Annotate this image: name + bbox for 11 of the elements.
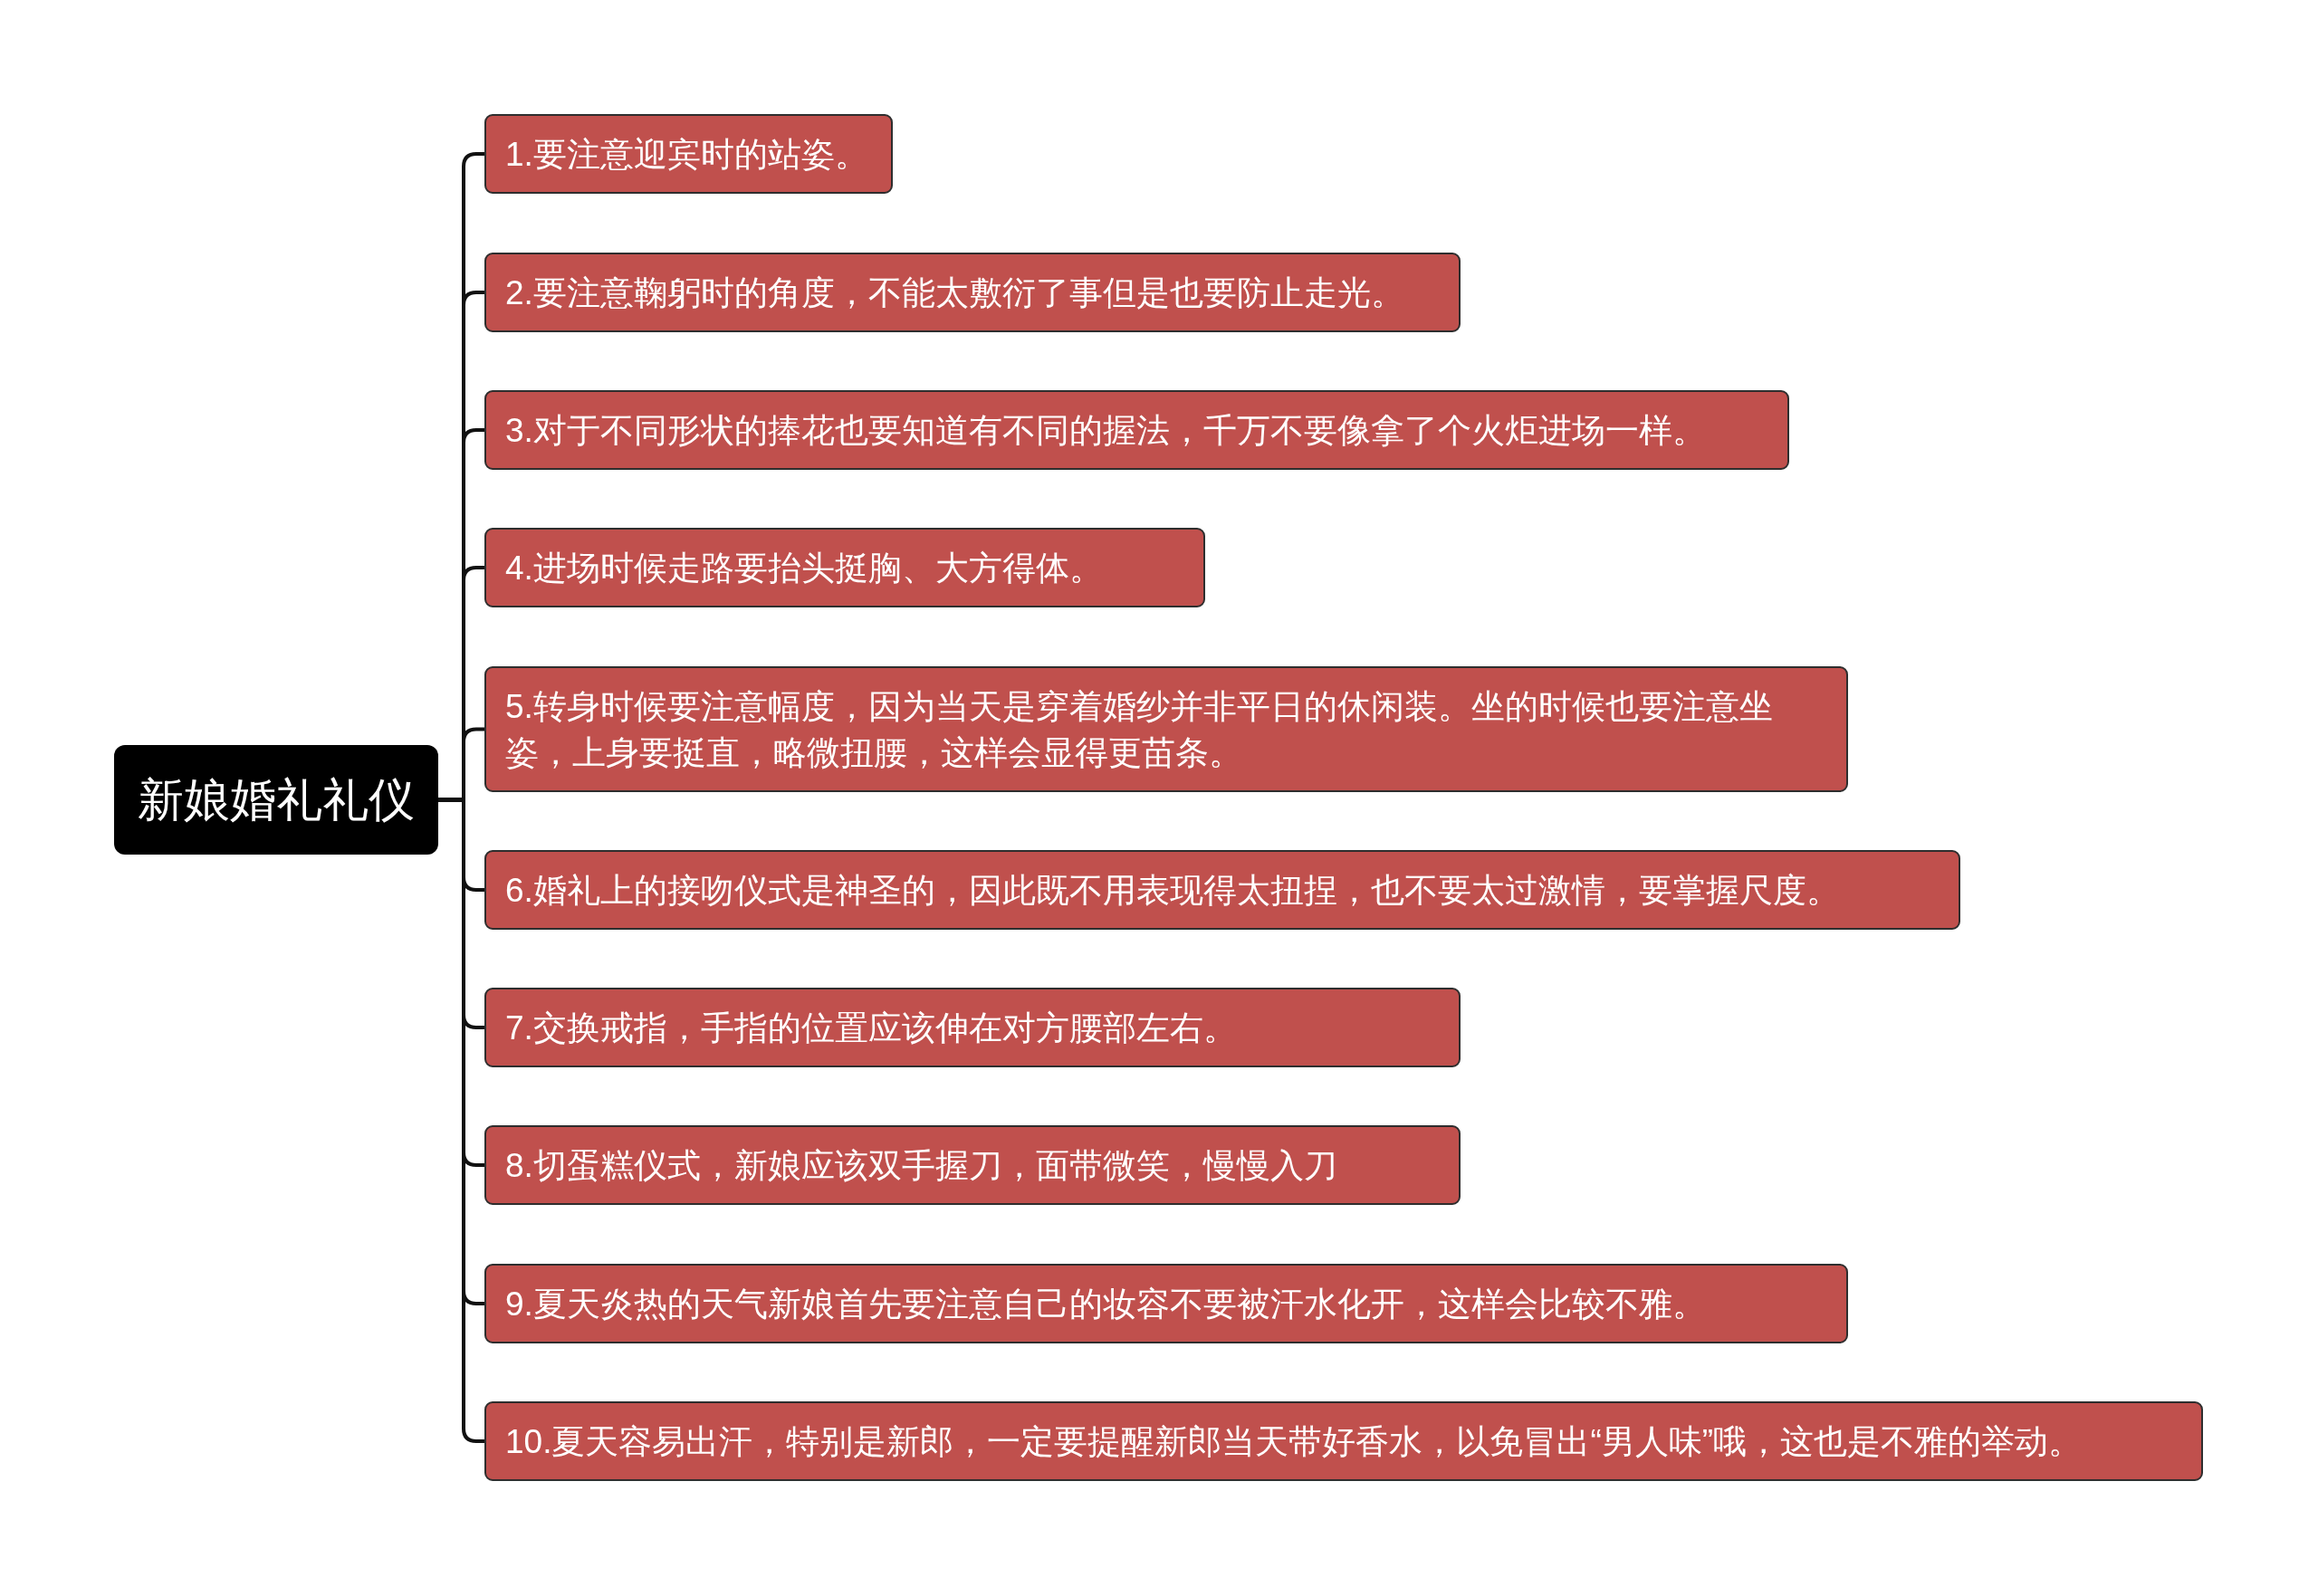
subtopic-box: 6.婚礼上的接吻仪式是神圣的，因此既不用表现得太扭捏，也不要太过激情，要掌握尺度。 [484,850,1960,930]
subtopic-box: 4.进场时候走路要抬头挺胸、大方得体。 [484,528,1205,607]
subtopic-box: 9.夏天炎热的天气新娘首先要注意自己的妆容不要被汗水化开，这样会比较不雅。 [484,1264,1848,1343]
subtopic-box: 1.要注意迎宾时的站姿。 [484,114,893,194]
subtopic-box: 7.交换戒指，手指的位置应该伸在对方腰部左右。 [484,988,1461,1067]
subtopic-box: 5.转身时候要注意幅度，因为当天是穿着婚纱并非平日的休闲装。坐的时候也要注意坐姿，上身要挺直，略微扭腰，这样会显得更苗条。 [484,666,1848,792]
subtopic-box: 3.对于不同形状的捧花也要知道有不同的握法，千万不要像拿了个火炬进场一样。 [484,390,1789,470]
subtopic-box: 2.要注意鞠躬时的角度，不能太敷衍了事但是也要防止走光。 [484,253,1461,332]
topic-box: 新娘婚礼礼仪 [114,745,438,855]
subtopic-box: 10.夏天容易出汗，特别是新郎，一定要提醒新郎当天带好香水，以免冒出“男人味”哦，这也是不雅的举动。 [484,1401,2203,1481]
subtopic-box: 8.切蛋糕仪式，新娘应该双手握刀，面带微笑，慢慢入刀 [484,1125,1461,1205]
